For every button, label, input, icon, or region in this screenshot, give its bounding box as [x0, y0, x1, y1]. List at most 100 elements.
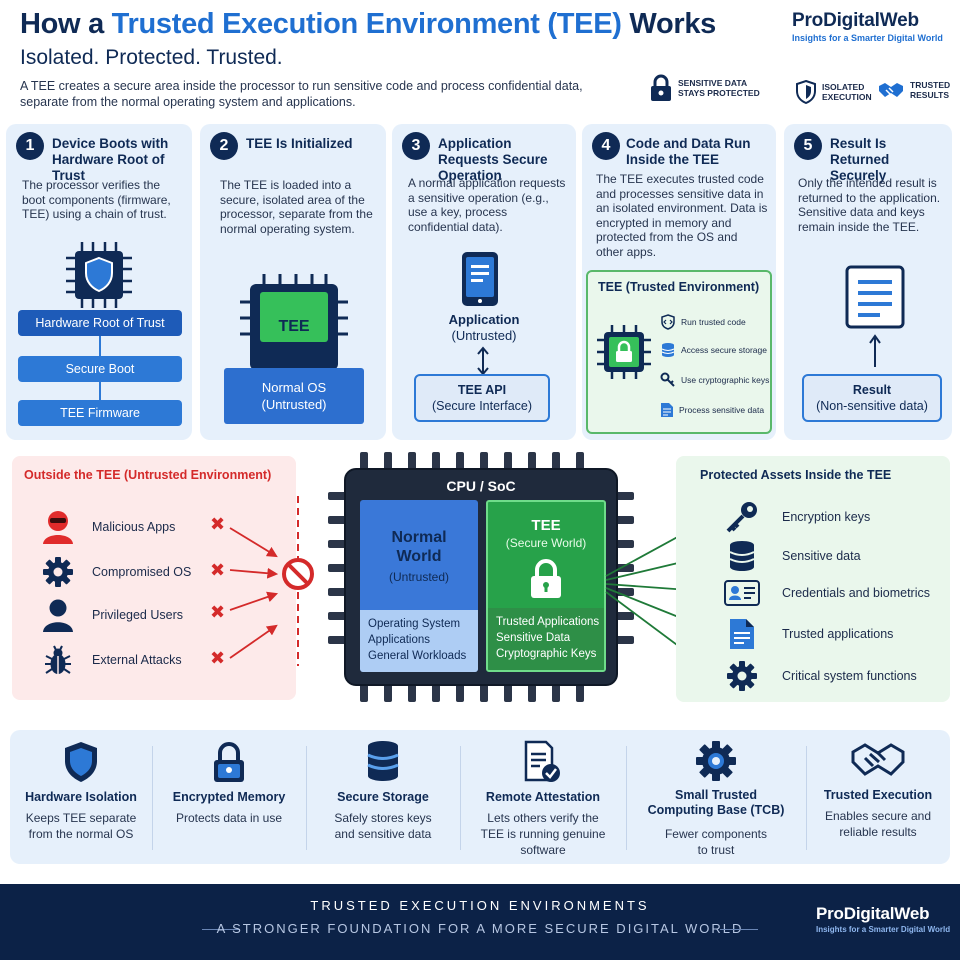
padlock-icon: [214, 742, 244, 782]
flow-arrow: [99, 382, 101, 400]
database-icon: [729, 541, 755, 571]
flow-arrow: [99, 336, 101, 356]
blocked-x-icon: ✖: [210, 560, 226, 580]
key-icon: [726, 502, 757, 533]
box-tee-firmware: TEE Firmware: [18, 400, 182, 426]
application-label: Application (Untrusted): [448, 312, 520, 343]
tee-chip-label: TEE: [278, 318, 310, 335]
outside-tee-panel: Outside the TEE (Untrusted Environment) …: [12, 456, 296, 700]
brand-logo-bottom: ProDigitalWeb Insights for a Smarter Dig…: [816, 904, 950, 934]
asset-item: Credentials and biometrics: [724, 580, 930, 606]
step-card-1: 1 Device Boots with Hardware Root of Tru…: [6, 124, 192, 440]
footer-banner: TRUSTED EXECUTION ENVIRONMENTS A STRONGE…: [0, 884, 960, 960]
database-icon: [367, 741, 399, 781]
step-number: 1: [16, 132, 44, 160]
step-title: Device Boots with Hardware Root of Trust: [52, 136, 169, 183]
threat-item: Malicious Apps: [40, 510, 175, 544]
step-description: Only the intended result is returned to …: [798, 176, 941, 234]
document-icon: [730, 619, 754, 649]
protected-assets-panel: Protected Assets Inside the TEE Encrypti…: [676, 456, 950, 702]
checklist-document-icon: [524, 740, 560, 782]
handshake-icon: [879, 83, 903, 97]
document-icon: [661, 403, 673, 417]
brand-logo-top: ProDigitalWeb Insights for a Smarter Dig…: [792, 10, 952, 43]
id-card-icon: [724, 580, 760, 606]
step-description: The TEE is loaded into a secure, isolate…: [220, 178, 373, 236]
up-arrow-icon: [869, 334, 881, 367]
threat-item: Compromised OS: [40, 556, 191, 588]
intro-text: A TEE creates a secure area inside the p…: [20, 79, 583, 109]
step-number: 5: [794, 132, 822, 160]
blocked-x-icon: ✖: [210, 514, 226, 534]
tee-env-item: Run trusted code: [660, 314, 746, 330]
footer-headline: TRUSTED EXECUTION ENVIRONMENTS: [310, 898, 650, 913]
step-number: 3: [402, 132, 430, 160]
tee-env-item: Use cryptographic keys: [660, 372, 769, 388]
step-description: A normal application requests a sensitiv…: [408, 176, 566, 234]
normal-world-subtitle: (Untrusted): [388, 570, 450, 584]
locked-chip-icon: [597, 325, 651, 379]
handshake-icon: [851, 743, 905, 776]
step-card-2: 2 TEE Is Initialized The TEE is loaded i…: [200, 124, 386, 440]
step-number: 4: [592, 132, 620, 160]
shield-icon: [796, 80, 816, 104]
threat-arrows: [229, 496, 314, 666]
brand-name: ProDigitalWeb: [792, 10, 919, 31]
brand-tagline: Insights for a Smarter Digital World: [792, 33, 943, 43]
hacker-icon: [43, 511, 73, 544]
footer-tagline: A STRONGER FOUNDATION FOR A MORE SECURE …: [216, 921, 744, 936]
threat-item: Privileged Users: [40, 598, 183, 632]
threat-item: External Attacks: [40, 644, 182, 676]
smartphone-icon: [462, 252, 498, 306]
asset-item: Encryption keys: [724, 500, 870, 534]
user-icon: [43, 599, 73, 632]
blocked-x-icon: ✖: [210, 648, 226, 668]
bidirectional-arrow-icon: [477, 346, 489, 376]
tee-world-subtitle: (Secure World): [505, 536, 587, 550]
step-title: Result Is Returned Securely: [830, 136, 890, 183]
brand-tagline: Insights for a Smarter Digital World: [816, 925, 951, 934]
step-title: Code and Data Run Inside the TEE: [626, 136, 751, 167]
step-description: The TEE executes trusted code and proces…: [596, 172, 768, 259]
page-subtitle: Isolated. Protected. Trusted.: [20, 46, 283, 69]
protected-assets-title: Protected Assets Inside the TEE: [700, 468, 892, 482]
brand-name: ProDigitalWeb: [816, 904, 930, 923]
tee-world-title: TEE: [531, 517, 561, 534]
box-secure-boot: Secure Boot: [18, 356, 182, 382]
padlock-icon: [651, 74, 671, 101]
key-icon: [660, 372, 675, 387]
step-number: 2: [210, 132, 238, 160]
step-card-3: 3 Application Requests Secure Operation …: [392, 124, 576, 440]
tee-environment-box: TEE (Trusted Environment) Run trusted co…: [586, 270, 772, 434]
step-title: Application Requests Secure Operation: [438, 136, 548, 183]
step-title: TEE Is Initialized: [246, 136, 353, 151]
feature-encrypted-memory: Encrypted Memory Protects data in use: [152, 730, 306, 864]
page-title: How a Trusted Execution Environment (TEE…: [20, 8, 717, 40]
footer-divider: [202, 929, 240, 930]
step-description: The processor verifies the boot componen…: [22, 178, 171, 221]
code-shield-icon: [661, 314, 675, 330]
cpu-title: CPU / SoC: [446, 478, 516, 494]
gear-icon: [696, 741, 736, 781]
footer-divider: [720, 929, 758, 930]
tee-env-title: TEE (Trusted Environment): [598, 280, 760, 294]
tee-api-box: TEE API (Secure Interface): [414, 374, 550, 422]
normal-os-box: Normal OS (Untrusted): [224, 368, 364, 424]
tee-env-item: Access secure storage: [660, 342, 767, 358]
result-document-icon: [845, 265, 905, 329]
blocked-x-icon: ✖: [210, 602, 226, 622]
outside-tee-title: Outside the TEE (Untrusted Environment): [24, 468, 272, 482]
feature-remote-attestation: Remote Attestation Lets others verify th…: [460, 730, 626, 864]
